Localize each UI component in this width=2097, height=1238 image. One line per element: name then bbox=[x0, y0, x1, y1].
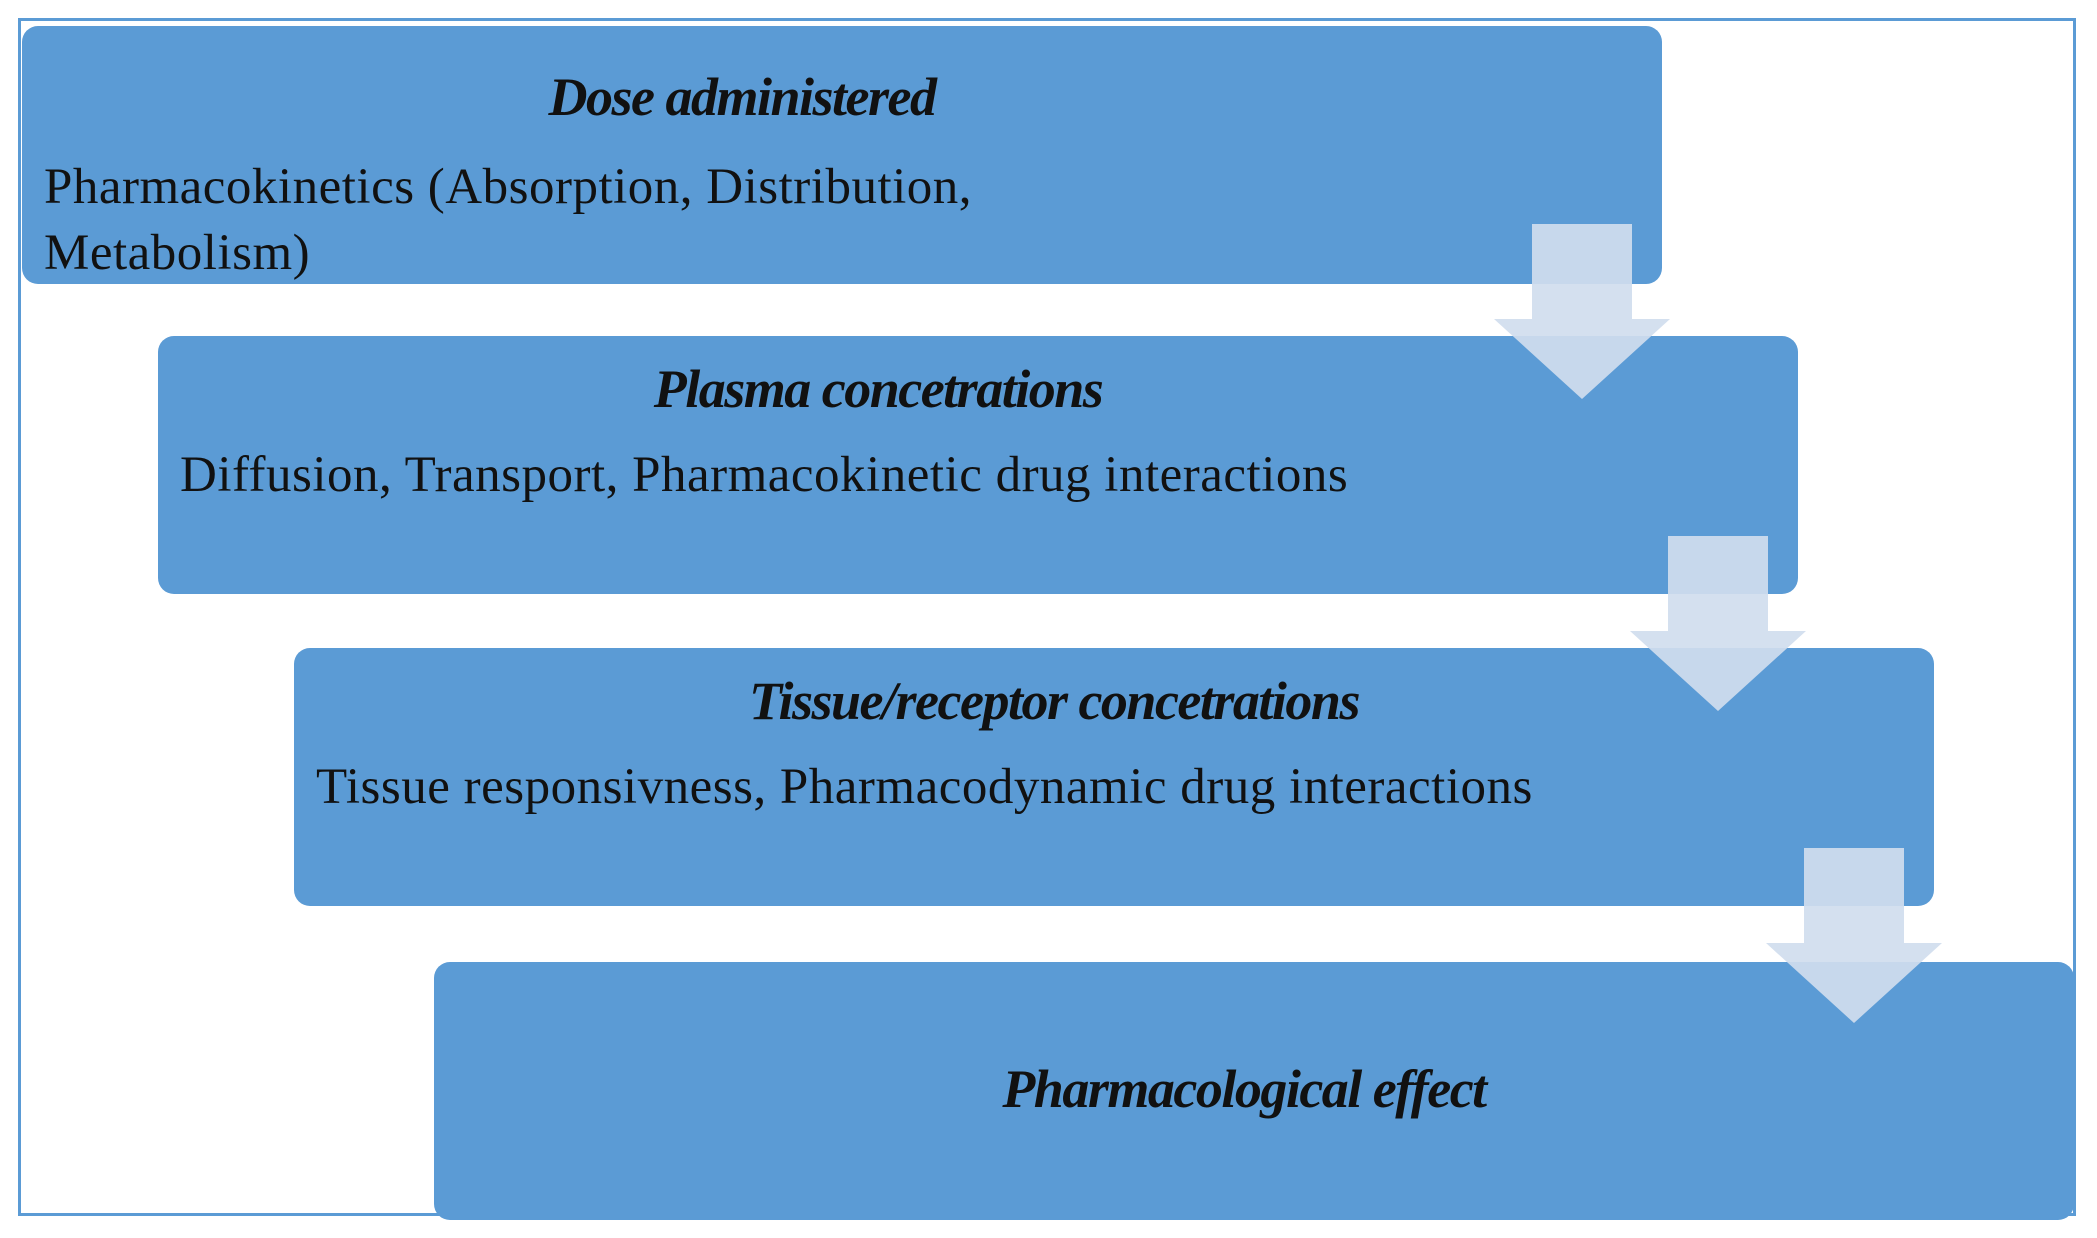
step-description: Diffusion, Transport, Pharmacokinetic dr… bbox=[180, 447, 1349, 503]
step-tissue-receptor-concentrations: Tissue/receptor concetrations Tissue res… bbox=[294, 648, 1934, 906]
down-arrow-icon bbox=[1630, 536, 1806, 712]
step-title: Plasma concetrations bbox=[653, 359, 1104, 419]
step-pharmacological-effect: Pharmacological effect bbox=[434, 962, 2074, 1220]
step-title: Dose administered bbox=[548, 67, 938, 127]
step-title: Tissue/receptor concetrations bbox=[749, 671, 1360, 731]
step-title: Pharmacological effect bbox=[1002, 1059, 1487, 1119]
step-description: Pharmacokinetics (Absorption, Distributi… bbox=[44, 159, 973, 281]
step-dose-administered: Dose administered Pharmacokinetics (Abso… bbox=[22, 26, 1662, 284]
step-description: Tissue responsivness, Pharmacodynamic dr… bbox=[316, 759, 1533, 815]
step-plasma-concentrations: Plasma concetrations Diffusion, Transpor… bbox=[158, 336, 1798, 594]
down-arrow-icon bbox=[1494, 224, 1670, 400]
down-arrow-icon bbox=[1766, 848, 1942, 1024]
